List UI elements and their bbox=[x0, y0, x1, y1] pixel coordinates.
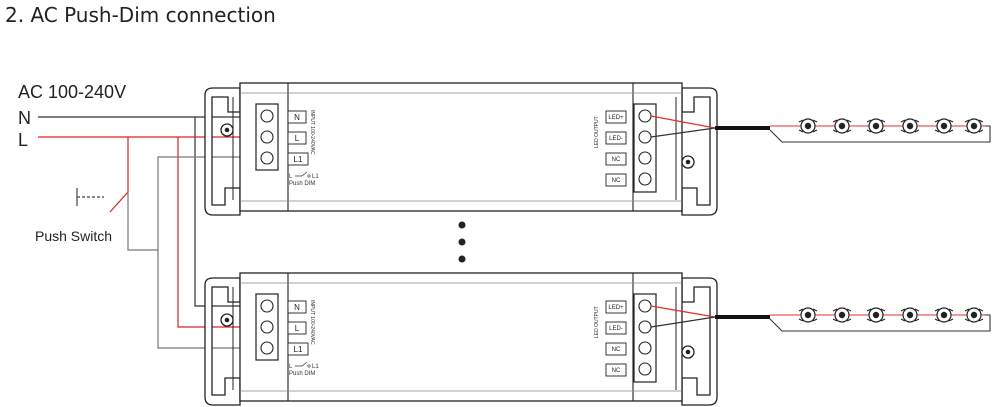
driver-endcap-left bbox=[204, 87, 241, 216]
terminal-nc-label: NC bbox=[612, 368, 621, 374]
output-caption: LED OUTPUT bbox=[594, 306, 600, 338]
continuation-dot bbox=[458, 255, 466, 263]
output-caption: LED OUTPUT bbox=[594, 116, 600, 148]
driver-endcap-left bbox=[204, 277, 241, 406]
terminal-n-label: N bbox=[294, 113, 300, 122]
led-icon bbox=[964, 118, 984, 134]
led-icon bbox=[934, 118, 954, 134]
push-switch-label: Push Switch bbox=[35, 228, 112, 244]
led-icon bbox=[964, 307, 984, 323]
terminal-led-plus-label: LED+ bbox=[608, 305, 624, 311]
push-dim-caption: Push DIM bbox=[289, 371, 315, 377]
continuation-dot bbox=[458, 221, 466, 229]
terminal-l1-label: L1 bbox=[294, 345, 303, 354]
terminal-l-label: L bbox=[295, 324, 300, 333]
terminal-nc-label: NC bbox=[612, 157, 621, 163]
driver-2: N L L1 INPUT 100-240VAC L L1 Push DIM LE… bbox=[204, 272, 718, 406]
terminal-nc-label: NC bbox=[612, 178, 621, 184]
terminal-led-minus-label: LED- bbox=[609, 136, 623, 142]
led-icon bbox=[934, 307, 954, 323]
led-icon bbox=[900, 307, 920, 323]
dim-symbol: L bbox=[289, 174, 293, 180]
supply-wiring bbox=[38, 116, 265, 349]
driver-endcap-right bbox=[681, 87, 718, 216]
terminal-l-label: L bbox=[295, 134, 300, 143]
dim-terminal-label: L1 bbox=[312, 174, 319, 180]
dim-symbol: L bbox=[289, 364, 293, 370]
continuation-dot bbox=[458, 238, 466, 246]
push-switch bbox=[76, 188, 104, 206]
supply-voltage-label: AC 100-240V bbox=[18, 82, 126, 102]
led-icon bbox=[798, 118, 818, 134]
input-caption: INPUT 100-240VAC bbox=[309, 110, 315, 155]
driver-body bbox=[239, 272, 683, 402]
led-icon bbox=[866, 307, 886, 323]
terminal-l1-label: L1 bbox=[294, 155, 303, 164]
neutral-label: N bbox=[18, 108, 31, 128]
led-icon bbox=[832, 307, 852, 323]
dim-terminal-label: L1 bbox=[312, 364, 319, 370]
driver-endcap-right bbox=[681, 277, 718, 406]
led-icon bbox=[866, 118, 886, 134]
driver-1: N L L1 INPUT 100-240VAC L L1 Push DIM LE… bbox=[204, 82, 718, 216]
terminal-led-plus-label: LED+ bbox=[608, 115, 624, 121]
live-label: L bbox=[18, 130, 28, 150]
page-title: 2. AC Push-Dim connection bbox=[5, 3, 276, 27]
led-icon bbox=[832, 118, 852, 134]
push-dim-caption: Push DIM bbox=[289, 181, 315, 187]
input-caption: INPUT 100-240VAC bbox=[309, 300, 315, 345]
terminal-led-minus-label: LED- bbox=[609, 326, 623, 332]
led-icon bbox=[798, 307, 818, 323]
output-terminal-block bbox=[633, 293, 657, 383]
led-icon bbox=[900, 118, 920, 134]
terminal-n-label: N bbox=[294, 303, 300, 312]
driver-body bbox=[239, 82, 683, 212]
terminal-nc-label: NC bbox=[612, 347, 621, 353]
output-terminal-block bbox=[633, 103, 657, 193]
